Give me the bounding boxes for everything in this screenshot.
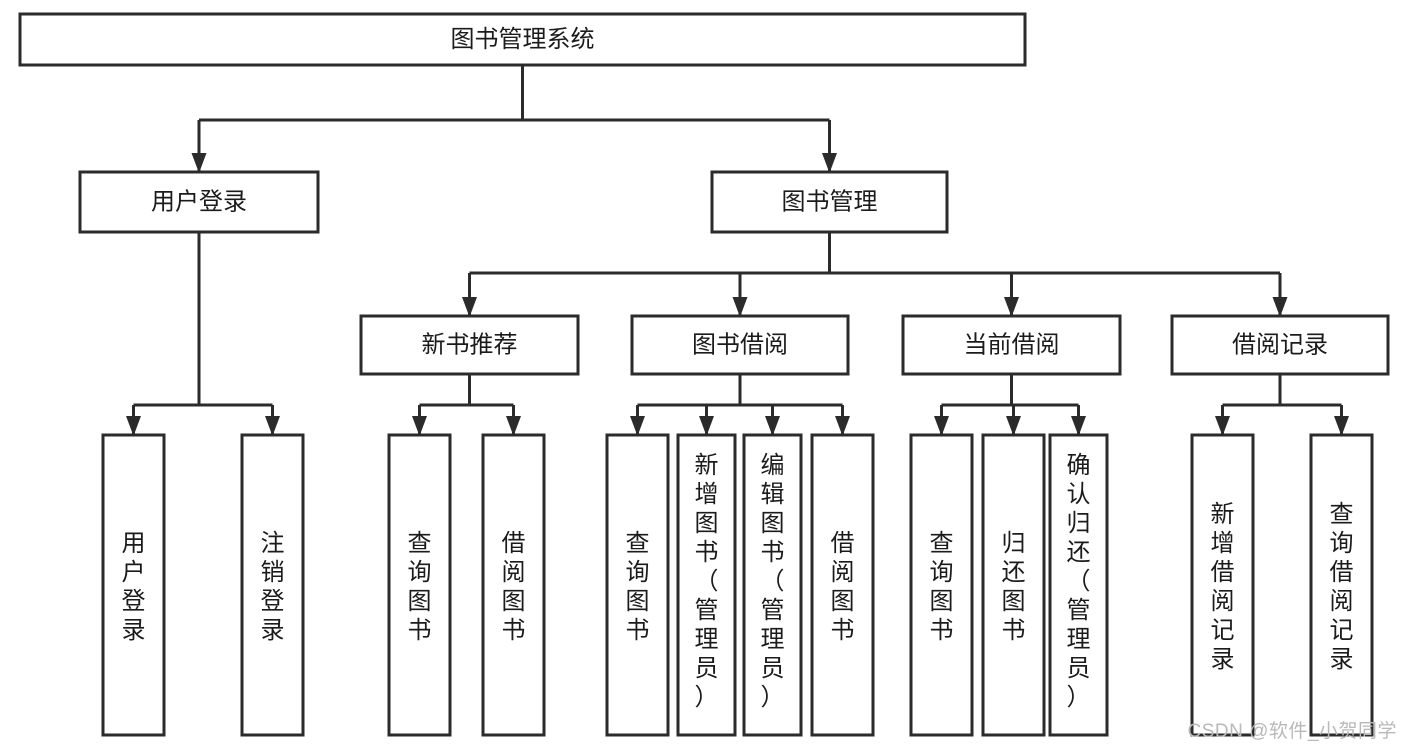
arrow-head-icon: [1334, 416, 1349, 436]
node-user-login[interactable]: 用户登录: [78, 170, 320, 234]
node-borrow-record[interactable]: 借阅记录: [1170, 314, 1390, 376]
node-box-borrow-record[interactable]: [1170, 314, 1390, 376]
arrow-head-icon: [126, 416, 141, 436]
arrow-head-icon: [822, 153, 837, 173]
node-label-book-borrow: 图书借阅: [692, 331, 788, 358]
node-leaf-add-borrow-record[interactable]: 新增借阅记录: [1190, 433, 1255, 737]
node-leaf-query-borrow-record[interactable]: 查询借阅记录: [1309, 433, 1374, 737]
node-box-book-borrow[interactable]: [630, 314, 850, 376]
connector-layer: [126, 65, 1349, 436]
node-box-leaf-add-book-admin[interactable]: [676, 433, 737, 737]
node-box-leaf-logout[interactable]: [240, 433, 305, 737]
arrow-head-icon: [191, 153, 207, 173]
arrow-head-icon: [265, 416, 280, 436]
connector-group-book-manage: [462, 232, 1288, 317]
node-leaf-query-book-2[interactable]: 查询图书: [605, 433, 670, 737]
node-leaf-user-login[interactable]: 用户登录: [101, 433, 166, 737]
arrow-head-icon: [765, 416, 780, 436]
connector-group-new-book-recommend: [412, 374, 521, 436]
node-label-leaf-query-book-3: 查询图书: [930, 530, 954, 644]
node-box-leaf-edit-book-admin[interactable]: [742, 433, 803, 737]
node-label-current-borrow: 当前借阅: [964, 331, 1060, 358]
node-leaf-add-book-admin[interactable]: 新增图书（管理员）: [676, 433, 737, 737]
node-leaf-logout[interactable]: 注销登录: [240, 433, 305, 737]
node-new-book-recommend[interactable]: 新书推荐: [359, 314, 580, 376]
node-label-leaf-user-login: 用户登录: [122, 530, 146, 644]
node-label-book-manage: 图书管理: [782, 188, 878, 215]
node-book-manage[interactable]: 图书管理: [710, 170, 949, 234]
connector-group-user-login: [126, 232, 280, 436]
node-box-leaf-borrow-book-1[interactable]: [481, 433, 546, 737]
node-label-user-login: 用户登录: [151, 188, 247, 215]
arrow-head-icon: [934, 416, 949, 436]
node-box-leaf-query-book-3[interactable]: [909, 433, 974, 737]
arrow-head-icon: [506, 416, 521, 436]
node-leaf-edit-book-admin[interactable]: 编辑图书（管理员）: [742, 433, 803, 737]
node-box-user-login[interactable]: [78, 170, 320, 234]
node-box-current-borrow[interactable]: [901, 314, 1122, 376]
node-current-borrow[interactable]: 当前借阅: [901, 314, 1122, 376]
connector-group-root: [191, 65, 837, 173]
node-label-leaf-add-book-admin: 新增图书（管理员）: [695, 452, 719, 711]
node-box-root[interactable]: [18, 12, 1027, 67]
node-label-leaf-query-book-2: 查询图书: [626, 530, 650, 644]
node-box-leaf-query-book-2[interactable]: [605, 433, 670, 737]
node-box-leaf-query-borrow-record[interactable]: [1309, 433, 1374, 737]
node-leaf-return-book[interactable]: 归还图书: [981, 433, 1046, 737]
arrow-head-icon: [1272, 297, 1288, 317]
node-book-borrow[interactable]: 图书借阅: [630, 314, 850, 376]
node-box-leaf-query-book-1[interactable]: [387, 433, 452, 737]
node-label-leaf-logout: 注销登录: [261, 530, 285, 644]
arrow-head-icon: [1006, 416, 1021, 436]
arrow-head-icon: [699, 416, 714, 436]
arrow-head-icon: [462, 297, 477, 317]
node-layer: 图书管理系统用户登录图书管理新书推荐图书借阅当前借阅借阅记录用户登录注销登录查询…: [18, 12, 1390, 737]
node-root[interactable]: 图书管理系统: [18, 12, 1027, 67]
node-label-leaf-borrow-book-1: 借阅图书: [502, 530, 526, 644]
node-box-new-book-recommend[interactable]: [359, 314, 580, 376]
connector-group-book-borrow: [630, 374, 850, 436]
node-label-leaf-return-book: 归还图书: [1002, 530, 1026, 644]
node-leaf-query-book-3[interactable]: 查询图书: [909, 433, 974, 737]
arrow-head-icon: [835, 416, 850, 436]
node-box-leaf-return-book[interactable]: [981, 433, 1046, 737]
node-leaf-borrow-book-1[interactable]: 借阅图书: [481, 433, 546, 737]
node-label-new-book-recommend: 新书推荐: [422, 331, 518, 358]
node-box-leaf-borrow-book-2[interactable]: [810, 433, 875, 737]
node-label-leaf-confirm-return: 确认归还（管理员）: [1067, 452, 1091, 711]
connector-group-current-borrow: [934, 374, 1086, 436]
arrow-head-icon: [630, 416, 645, 436]
arrow-head-icon: [1004, 297, 1019, 317]
node-label-leaf-borrow-book-2: 借阅图书: [831, 530, 855, 644]
arrow-head-icon: [1071, 416, 1086, 436]
node-leaf-query-book-1[interactable]: 查询图书: [387, 433, 452, 737]
node-label-borrow-record: 借阅记录: [1232, 331, 1328, 358]
arrow-head-icon: [412, 416, 427, 436]
node-box-leaf-user-login[interactable]: [101, 433, 166, 737]
node-box-leaf-add-borrow-record[interactable]: [1190, 433, 1255, 737]
node-label-leaf-query-borrow-record: 查询借阅记录: [1330, 501, 1354, 673]
arrow-head-icon: [1215, 416, 1230, 436]
node-box-book-manage[interactable]: [710, 170, 949, 234]
node-leaf-borrow-book-2[interactable]: 借阅图书: [810, 433, 875, 737]
node-leaf-confirm-return[interactable]: 确认归还（管理员）: [1048, 433, 1109, 737]
node-label-root: 图书管理系统: [451, 26, 595, 53]
connector-group-borrow-record: [1215, 374, 1349, 436]
node-label-leaf-add-borrow-record: 新增借阅记录: [1211, 501, 1235, 673]
watermark-label: CSDN @软件_小贺同学: [1187, 721, 1397, 742]
node-label-leaf-edit-book-admin: 编辑图书（管理员）: [761, 452, 785, 711]
node-box-leaf-confirm-return[interactable]: [1048, 433, 1109, 737]
arrow-head-icon: [732, 297, 748, 317]
node-label-leaf-query-book-1: 查询图书: [408, 530, 432, 644]
